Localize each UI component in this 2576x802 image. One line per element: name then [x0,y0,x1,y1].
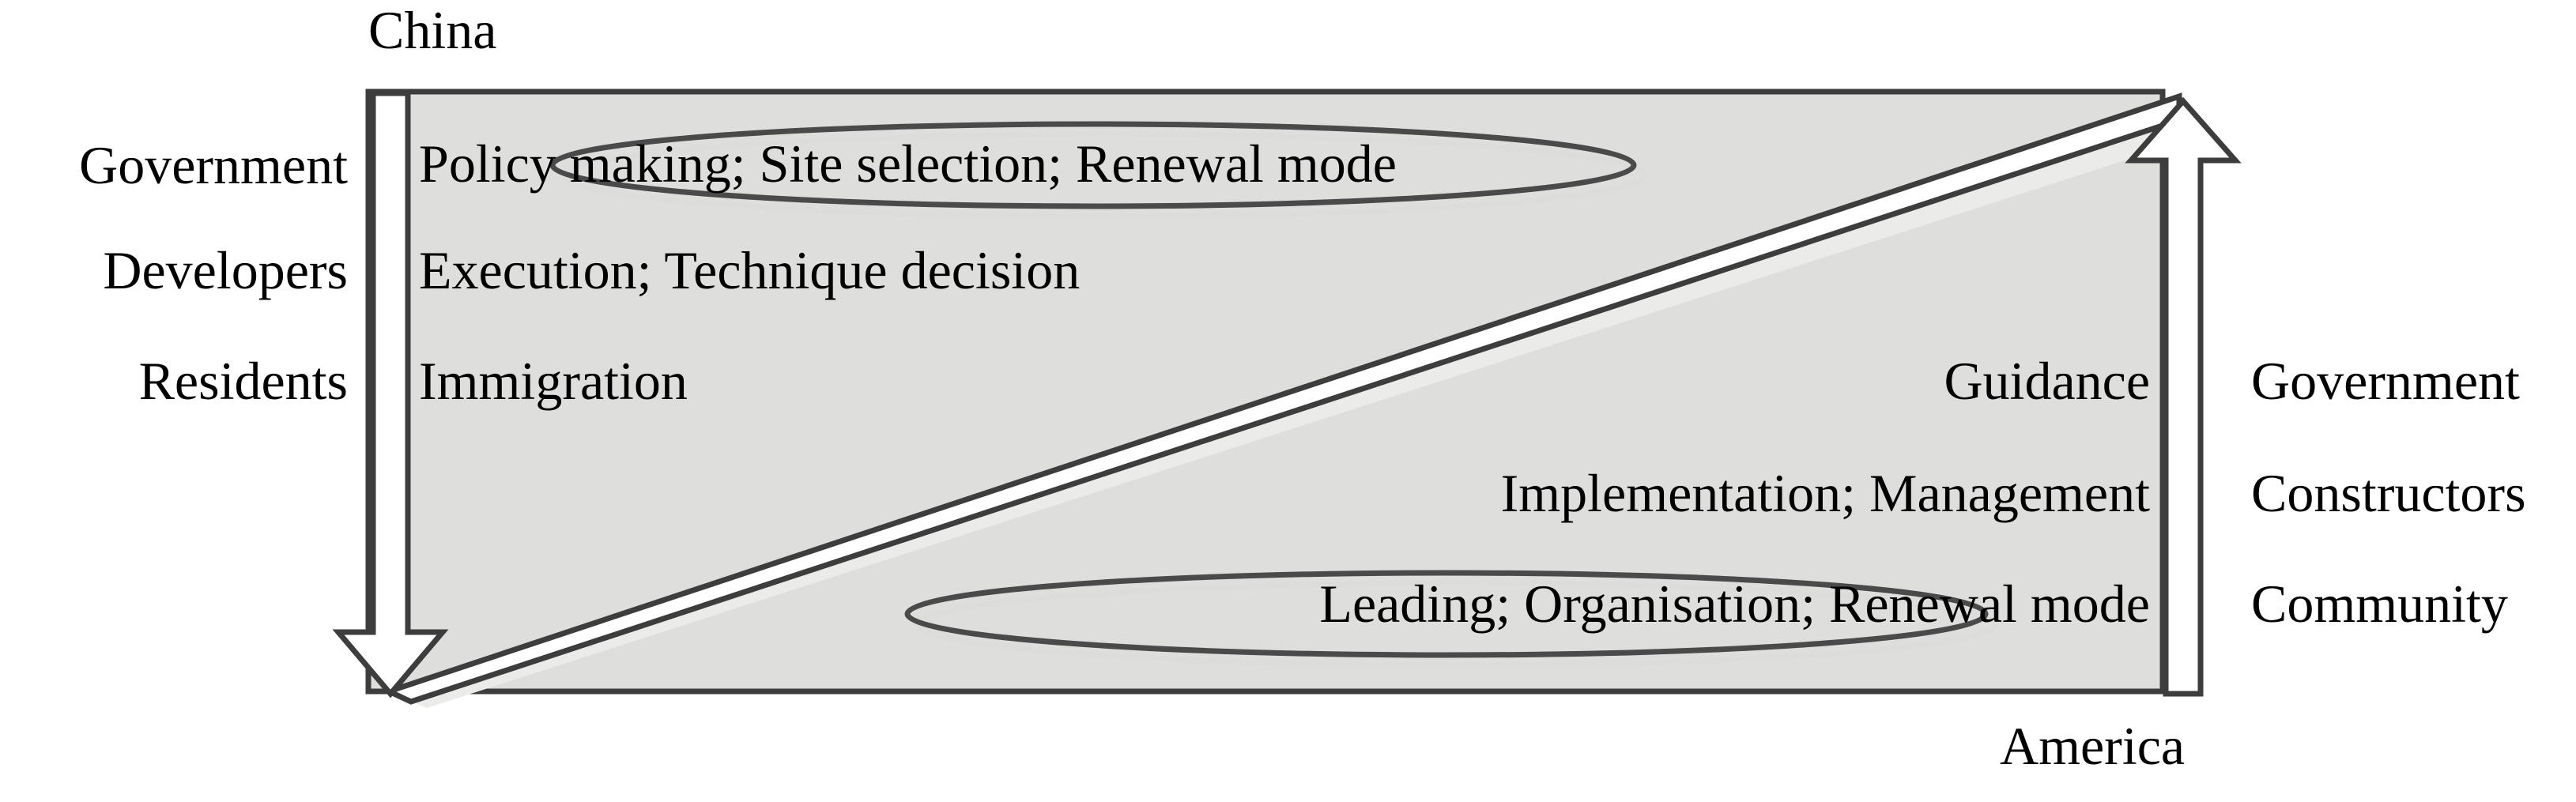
left-actor-developers: Developers [103,240,348,300]
china-title: China [368,0,497,60]
china-descending-influence-arrow [332,90,449,698]
right-actor-constructors: Constructors [2251,463,2526,523]
right-actor-community: Community [2251,574,2508,634]
right-actor-government: Government [2251,351,2520,411]
china-role-execution: Execution; Technique decision [419,240,1081,300]
left-actor-government: Government [79,135,348,195]
america-role-implementation: Implementation; Management [1500,463,2150,523]
china-role-immigration: Immigration [419,351,688,411]
china-key-role-ellipse [549,121,1637,209]
america-role-leading: Leading; Organisation; Renewal mode [1319,574,2150,634]
left-actor-residents: Residents [138,351,348,411]
america-role-guidance: Guidance [1944,351,2150,411]
america-ascending-influence-arrow [2125,96,2242,697]
america-title: America [2000,716,2186,776]
china-role-policy-making: Policy making; Site selection; Renewal m… [419,134,1397,194]
america-key-role-ellipse [904,570,1989,658]
